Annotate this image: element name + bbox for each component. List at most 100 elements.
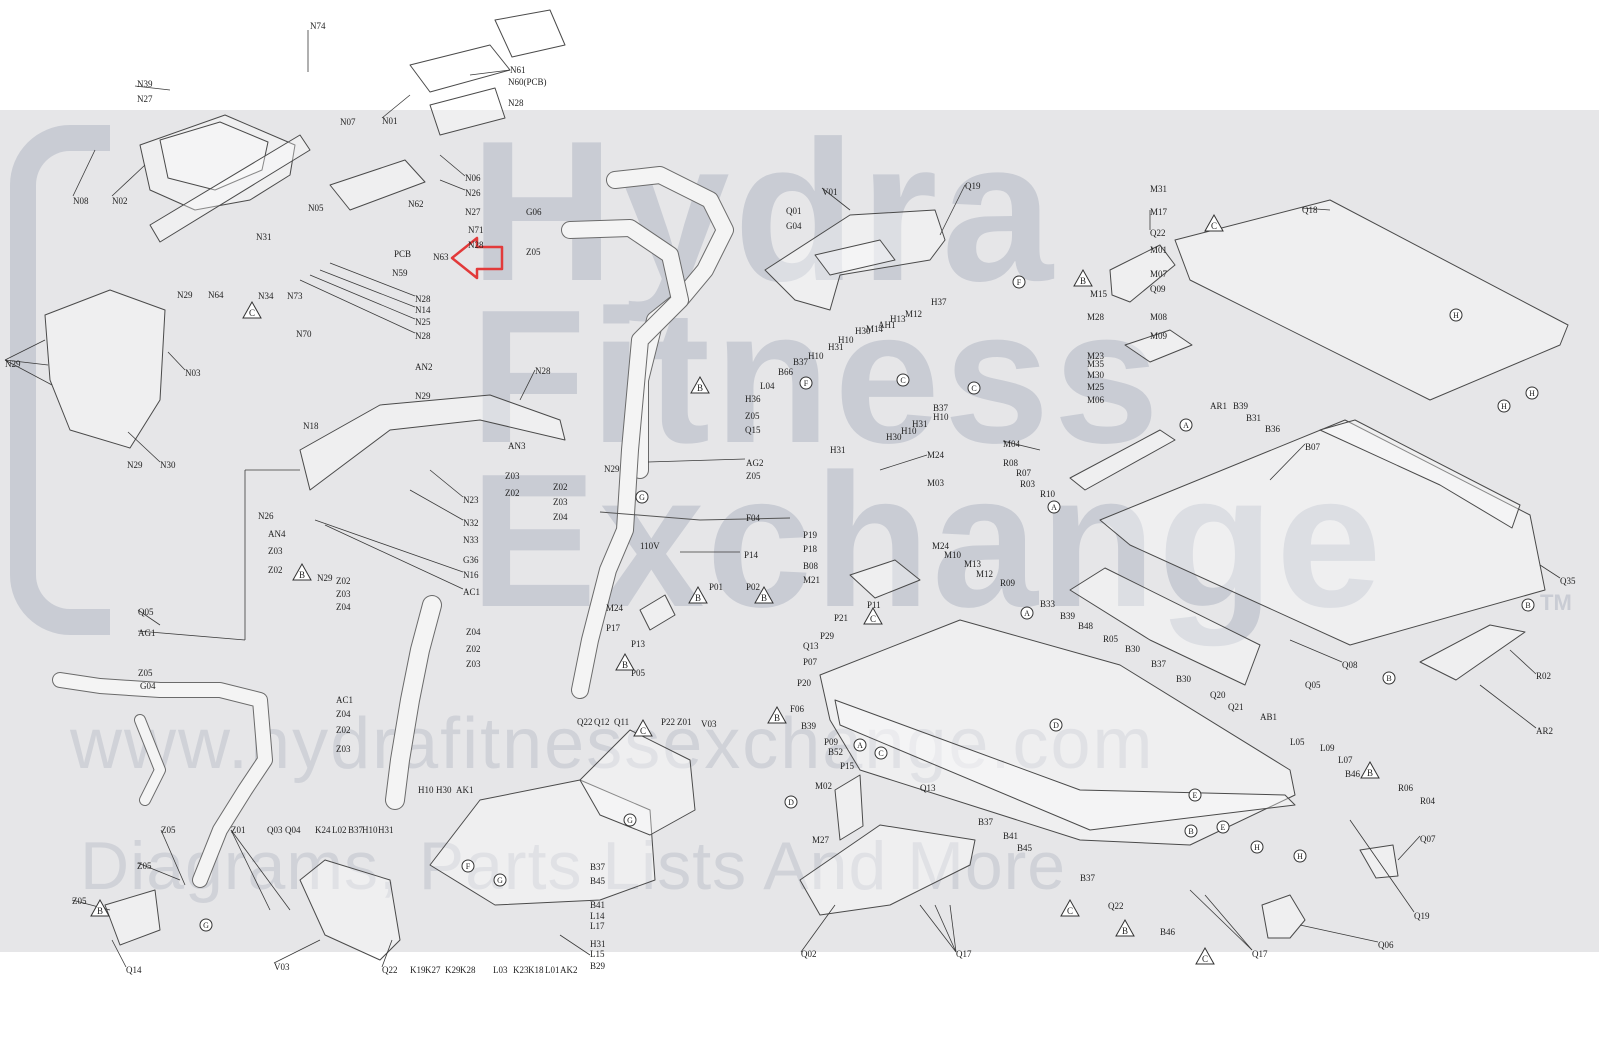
part-label-n26: N26 bbox=[465, 188, 481, 198]
svg-text:B: B bbox=[1367, 768, 1373, 778]
part-label-n60pcb: N60(PCB) bbox=[508, 77, 547, 87]
part-label-ak1: AK1 bbox=[456, 785, 474, 795]
part-label-n31: N31 bbox=[256, 232, 272, 242]
part-label-r03: R03 bbox=[1020, 479, 1036, 489]
part-label-n06: N06 bbox=[465, 173, 481, 183]
leader-line bbox=[1509, 649, 1537, 675]
part-label-n28b: N28 bbox=[468, 240, 484, 250]
leader-line bbox=[1289, 639, 1343, 663]
callout-circle-a: A bbox=[1020, 606, 1034, 620]
part-label-b45a: B45 bbox=[1017, 843, 1033, 853]
part-label-ab1: AB1 bbox=[1260, 712, 1278, 722]
leader-line bbox=[127, 431, 161, 463]
part-label-p22: P22 bbox=[661, 717, 676, 727]
part-label-b33: B33 bbox=[1040, 599, 1056, 609]
part-label-pcb: PCB bbox=[394, 249, 412, 259]
part-label-n29b: N29 bbox=[5, 359, 21, 369]
part-label-m24c: M24 bbox=[606, 603, 624, 613]
leader-line bbox=[409, 489, 464, 521]
part-label-q01: Q01 bbox=[786, 206, 802, 216]
part-label-h31d: H31 bbox=[378, 825, 394, 835]
svg-text:E: E bbox=[1193, 791, 1198, 800]
part-label-n07: N07 bbox=[340, 117, 356, 127]
part-label-q22d: Q22 bbox=[382, 965, 398, 975]
part-label-n27b: N27 bbox=[465, 207, 481, 217]
part-label-k28: K28 bbox=[460, 965, 476, 975]
part-label-z05c: Z05 bbox=[745, 411, 760, 421]
side-rail-2 bbox=[1069, 567, 1261, 686]
part-label-ak2: AK2 bbox=[560, 965, 578, 975]
part-label-z01b: Z01 bbox=[231, 825, 246, 835]
part-label-q03: Q03 bbox=[267, 825, 283, 835]
part-label-n61: N61 bbox=[510, 65, 526, 75]
part-label-p07: P07 bbox=[803, 657, 818, 667]
leader-line bbox=[519, 369, 536, 401]
part-label-r06: R06 bbox=[1398, 783, 1414, 793]
part-label-v03a: V03 bbox=[701, 719, 717, 729]
part-label-h30b: H30 bbox=[886, 432, 902, 442]
part-label-b37d: B37 bbox=[978, 817, 994, 827]
part-label-n59: N59 bbox=[392, 268, 408, 278]
part-label-l09: L09 bbox=[1320, 743, 1335, 753]
console-display-panel bbox=[159, 121, 269, 191]
part-label-z04a: Z04 bbox=[336, 602, 351, 612]
leader-line bbox=[1349, 819, 1415, 913]
part-label-g04: G04 bbox=[140, 681, 156, 691]
part-label-n39: N39 bbox=[137, 79, 153, 89]
part-label-m21: M21 bbox=[803, 575, 821, 585]
part-label-g04b: G04 bbox=[786, 221, 802, 231]
part-label-n64: N64 bbox=[208, 290, 224, 300]
part-label-l03: L03 bbox=[493, 965, 508, 975]
part-label-b31: B31 bbox=[1246, 413, 1262, 423]
svg-text:F: F bbox=[1017, 278, 1022, 287]
left-handrail bbox=[53, 673, 272, 887]
part-label-z04b: Z04 bbox=[553, 512, 568, 522]
part-label-g06: G06 bbox=[526, 207, 542, 217]
svg-text:G: G bbox=[627, 816, 633, 825]
svg-text:A: A bbox=[1183, 421, 1189, 430]
part-label-z03d: Z03 bbox=[553, 497, 568, 507]
part-label-h36: H36 bbox=[745, 394, 761, 404]
part-label-q14: Q14 bbox=[126, 965, 142, 975]
part-label-n33: N33 bbox=[463, 535, 479, 545]
leader-line bbox=[329, 262, 416, 297]
left-side-cover bbox=[299, 859, 401, 961]
callout-circle-g: G bbox=[493, 873, 507, 887]
part-label-q07: Q07 bbox=[1420, 834, 1436, 844]
svg-text:A: A bbox=[1024, 609, 1030, 618]
part-label-q12: Q12 bbox=[594, 717, 610, 727]
deck-board bbox=[1174, 199, 1569, 401]
part-label-ag2: AG2 bbox=[746, 458, 764, 468]
part-label-z03a: Z03 bbox=[505, 471, 520, 481]
leader-line bbox=[134, 85, 171, 91]
part-label-r07: R07 bbox=[1016, 468, 1032, 478]
leader-line bbox=[230, 829, 291, 911]
part-label-p18: P18 bbox=[803, 544, 818, 554]
leader-line bbox=[273, 939, 321, 964]
part-label-q19b: Q19 bbox=[1414, 911, 1430, 921]
part-label-b39c: B39 bbox=[1233, 401, 1249, 411]
callout-circle-h: H bbox=[1525, 386, 1539, 400]
svg-text:B: B bbox=[97, 906, 103, 916]
part-label-l14: L14 bbox=[590, 911, 605, 921]
part-label-p02: P02 bbox=[746, 582, 761, 592]
console-back-cover bbox=[44, 289, 166, 449]
part-label-n30: N30 bbox=[160, 460, 176, 470]
part-label-an3: AN3 bbox=[508, 441, 526, 451]
part-label-h13a: H13 bbox=[890, 314, 906, 324]
main-cable bbox=[599, 511, 791, 521]
callout-circle-h: H bbox=[1449, 308, 1463, 322]
watermark-tagline: Diagrams, Parts Lists And More bbox=[80, 828, 1067, 904]
leader-line bbox=[559, 934, 591, 956]
part-label-m35: M35 bbox=[1087, 359, 1105, 369]
front-roller bbox=[1069, 429, 1176, 491]
leader-line bbox=[949, 904, 957, 953]
watermark-band bbox=[0, 110, 1599, 952]
part-label-p09: P09 bbox=[824, 737, 839, 747]
part-label-r10: R10 bbox=[1040, 489, 1056, 499]
part-label-r05: R05 bbox=[1103, 634, 1119, 644]
callout-triangle-c: C bbox=[1060, 898, 1080, 917]
part-label-p17: P17 bbox=[606, 623, 621, 633]
callout-triangle-b: B bbox=[90, 898, 110, 917]
leader-line bbox=[439, 154, 466, 177]
